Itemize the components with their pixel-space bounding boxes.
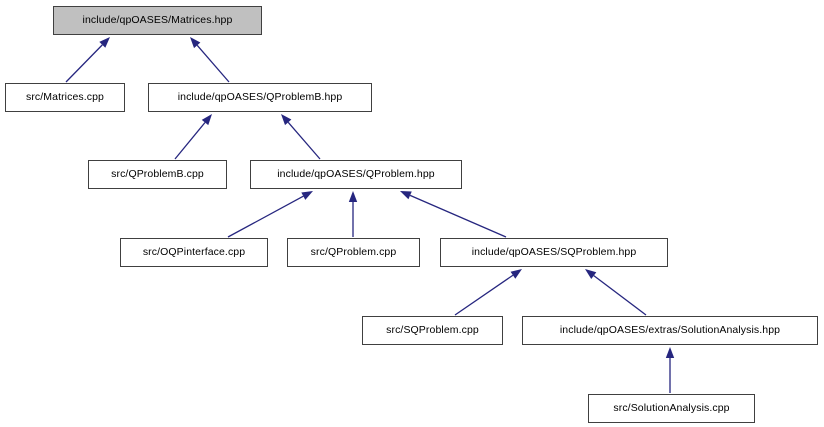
graph-node-oqpinterface-cpp[interactable]: src/OQPinterface.cpp: [120, 238, 268, 267]
dependency-edge: [409, 194, 507, 238]
edge-arrowhead-icon: [400, 191, 412, 200]
graph-node-label: include/qpOASES/SQProblem.hpp: [471, 246, 637, 259]
graph-node-label: include/qpOASES/QProblemB.hpp: [177, 91, 343, 104]
dependency-edge: [287, 121, 321, 160]
edge-arrowhead-icon: [301, 191, 313, 200]
graph-node-solutionanalysis-hpp[interactable]: include/qpOASES/extras/SolutionAnalysis.…: [522, 316, 818, 345]
graph-node-label: src/QProblem.cpp: [310, 246, 397, 259]
graph-node-label: src/OQPinterface.cpp: [142, 246, 246, 259]
graph-node-label: include/qpOASES/extras/SolutionAnalysis.…: [559, 324, 781, 337]
edge-arrowhead-icon: [665, 347, 675, 358]
edge-arrowhead-icon: [281, 114, 292, 126]
graph-node-sqproblem-hpp[interactable]: include/qpOASES/SQProblem.hpp: [440, 238, 668, 267]
graph-node-matrices-cpp[interactable]: src/Matrices.cpp: [5, 83, 125, 112]
graph-node-label: src/SQProblem.cpp: [386, 324, 479, 337]
graph-node-label: src/Matrices.cpp: [25, 91, 105, 104]
graph-node-qproblemb-hpp[interactable]: include/qpOASES/QProblemB.hpp: [148, 83, 372, 112]
edge-arrowhead-icon: [190, 37, 201, 49]
graph-node-solutionanalysis-cpp[interactable]: src/SolutionAnalysis.cpp: [588, 394, 755, 423]
graph-node-label: src/SolutionAnalysis.cpp: [613, 402, 730, 415]
edge-arrowhead-icon: [348, 191, 358, 202]
graph-node-sqproblem-cpp[interactable]: src/SQProblem.cpp: [362, 316, 503, 345]
graph-node-label: src/QProblemB.cpp: [111, 168, 204, 181]
graph-node-qproblem-cpp[interactable]: src/QProblem.cpp: [287, 238, 420, 267]
dependency-edge: [65, 44, 103, 83]
graph-node-label: include/qpOASES/QProblem.hpp: [277, 168, 435, 181]
edge-arrowhead-icon: [510, 269, 522, 279]
dependency-edge: [227, 195, 304, 238]
graph-node-matrices-hpp[interactable]: include/qpOASES/Matrices.hpp: [53, 6, 262, 35]
dependency-edge: [174, 122, 206, 160]
graph-node-qproblem-hpp[interactable]: include/qpOASES/QProblem.hpp: [250, 160, 462, 189]
edge-arrowhead-icon: [99, 37, 110, 48]
graph-node-qproblemb-cpp[interactable]: src/QProblemB.cpp: [88, 160, 227, 189]
dependency-edge: [196, 44, 230, 83]
dependency-edge: [454, 274, 514, 316]
graph-node-label: include/qpOASES/Matrices.hpp: [82, 14, 233, 27]
dependency-edge: [593, 275, 647, 316]
edge-arrowhead-icon: [201, 114, 212, 126]
edge-arrowhead-icon: [585, 269, 597, 279]
